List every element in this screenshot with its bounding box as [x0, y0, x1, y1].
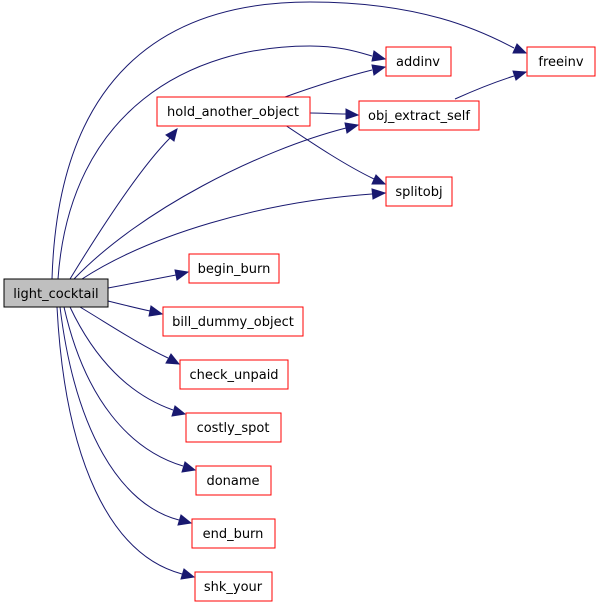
node-label: bill_dummy_object	[172, 315, 294, 330]
node-label: hold_another_object	[167, 105, 299, 120]
node-freeinv[interactable]: freeinv	[526, 46, 596, 77]
node-light_cocktail[interactable]: light_cocktail	[3, 278, 109, 308]
edge-light_cocktail-shk_your	[56, 306, 196, 580]
node-doname[interactable]: doname	[195, 465, 272, 496]
edge-light_cocktail-obj_extract_self	[73, 122, 360, 280]
edge-hold_another_object-splitobj	[284, 124, 387, 185]
node-label: doname	[206, 474, 259, 489]
node-label: splitobj	[395, 185, 442, 200]
node-hold_another_object[interactable]: hold_another_object	[156, 96, 311, 127]
node-label: shk_your	[204, 580, 263, 595]
node-splitobj[interactable]: splitobj	[385, 176, 453, 207]
node-costly_spot[interactable]: costly_spot	[185, 412, 282, 443]
node-label: obj_extract_self	[368, 109, 470, 124]
edge-light_cocktail-freeinv	[51, 1, 528, 280]
node-label: begin_burn	[198, 262, 271, 277]
edge-light_cocktail-check_unpaid	[79, 306, 181, 365]
edge-hold_another_object-obj_extract_self	[309, 108, 360, 120]
edge-light_cocktail-addinv	[57, 45, 387, 280]
node-begin_burn[interactable]: begin_burn	[188, 253, 280, 284]
edge-light_cocktail-bill_dummy_object	[107, 300, 164, 317]
edges	[51, 1, 528, 580]
node-addinv[interactable]: addinv	[385, 46, 452, 77]
edge-light_cocktail-costly_spot	[69, 306, 187, 417]
node-label: freeinv	[538, 55, 583, 70]
edge-light_cocktail-end_burn	[59, 306, 193, 526]
node-shk_your[interactable]: shk_your	[194, 571, 273, 602]
edge-light_cocktail-splitobj	[81, 188, 387, 280]
node-bill_dummy_object[interactable]: bill_dummy_object	[162, 306, 304, 337]
edge-light_cocktail-hold_another_object	[69, 128, 178, 280]
edge-obj_extract_self-freeinv	[454, 70, 528, 100]
node-label: end_burn	[203, 527, 264, 542]
node-label: costly_spot	[197, 421, 270, 436]
edge-hold_another_object-addinv	[284, 64, 387, 98]
node-label: addinv	[396, 55, 440, 70]
node-label: check_unpaid	[189, 368, 278, 383]
node-label: light_cocktail	[13, 287, 98, 302]
node-check_unpaid[interactable]: check_unpaid	[179, 359, 289, 390]
node-end_burn[interactable]: end_burn	[191, 518, 276, 549]
edge-light_cocktail-doname	[63, 306, 197, 473]
node-obj_extract_self[interactable]: obj_extract_self	[358, 100, 480, 131]
edge-light_cocktail-begin_burn	[107, 269, 190, 289]
